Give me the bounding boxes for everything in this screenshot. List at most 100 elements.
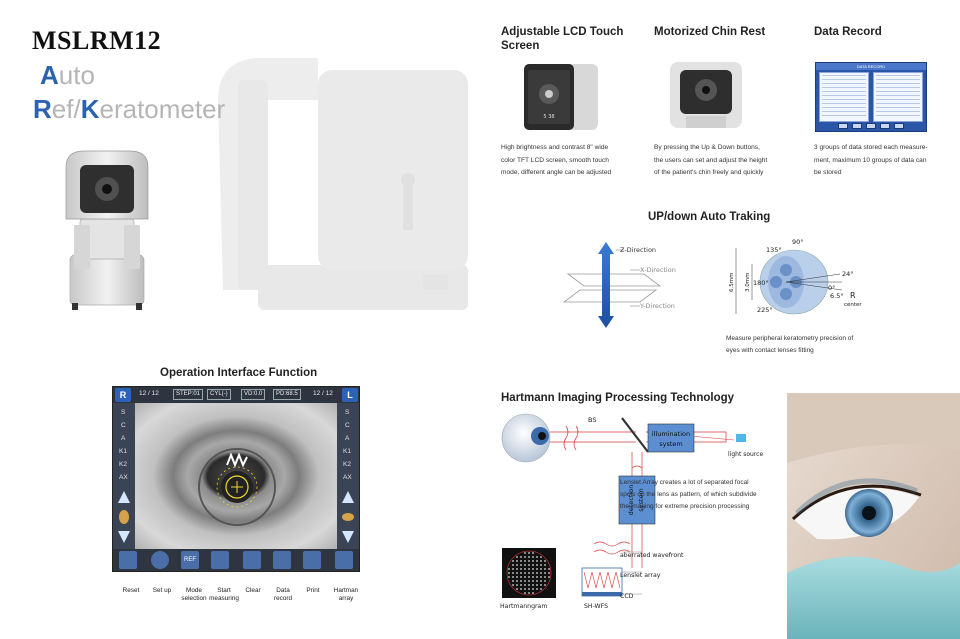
hartmanngram-spot bbox=[528, 552, 530, 554]
hartmanngram-spot bbox=[524, 588, 526, 590]
illumination-label-2: system bbox=[659, 440, 683, 448]
step-box[interactable]: STEP:01 bbox=[173, 389, 204, 400]
print-label: Print bbox=[306, 587, 320, 594]
lcd-screen-label: 5 38 bbox=[543, 114, 554, 120]
left-eye-badge[interactable]: L bbox=[342, 388, 358, 402]
machine-side-image bbox=[218, 58, 468, 310]
angle-0-label: 0° bbox=[828, 284, 835, 292]
ccd-label: CCD bbox=[620, 593, 634, 600]
hartmanngram-spot bbox=[524, 592, 526, 594]
hartmanngram-spot bbox=[520, 584, 522, 586]
hartmanngram-spot bbox=[532, 564, 534, 566]
hartmanngram-spot bbox=[548, 572, 550, 574]
light-source-icon bbox=[736, 434, 746, 442]
hartmanngram-spot bbox=[532, 560, 534, 562]
hartmanngram-spot bbox=[532, 568, 534, 570]
lenslet-description: Lenslet Array creates a lot of separated… bbox=[620, 479, 757, 510]
hartmanngram-spot bbox=[536, 584, 538, 586]
bs-label: BS bbox=[588, 416, 596, 424]
cyl-box[interactable]: CYL(-) bbox=[207, 389, 231, 400]
machine-front-image bbox=[65, 150, 149, 310]
keratometry-diagram: 90° 135° 180° 225° 24° 0° 6.5° R center … bbox=[729, 238, 862, 315]
hartmanngram-spot bbox=[532, 552, 534, 554]
reset-label: Reset bbox=[122, 587, 140, 594]
lcd-screen-image: 5 38 bbox=[524, 64, 598, 130]
angle-135-label: 135° bbox=[766, 246, 782, 254]
hartmanngram-spot bbox=[540, 580, 542, 582]
chin-icon[interactable] bbox=[119, 510, 129, 524]
hartmanngram-spot bbox=[524, 556, 526, 558]
hartmanngram-spot bbox=[524, 580, 526, 582]
hartmanngram-spot bbox=[544, 568, 546, 570]
hartmanngram-spot bbox=[524, 568, 526, 570]
pd-box[interactable]: PD:68.5 bbox=[273, 389, 301, 400]
hartmanngram-spot bbox=[528, 576, 530, 578]
mode-selection-button[interactable]: REF bbox=[181, 551, 199, 569]
angle-6-5-label: 6.5° bbox=[830, 292, 844, 300]
hartmanngram-spot bbox=[532, 576, 534, 578]
data-record-panel-right bbox=[873, 72, 923, 122]
hartmanngram-spot bbox=[516, 568, 518, 570]
data-record-header: DATA RECORD bbox=[816, 63, 926, 70]
angle-180-label: 180° bbox=[753, 279, 769, 287]
hartmanngram-spot bbox=[516, 564, 518, 566]
product-model: MSLRM12 bbox=[32, 26, 162, 55]
print-button[interactable] bbox=[303, 551, 321, 569]
dimension-6-5mm: 6.5mm bbox=[729, 273, 735, 292]
eye-icon[interactable] bbox=[342, 513, 354, 521]
shwfs-label: SH-WFS bbox=[584, 603, 608, 610]
hartman-array-button[interactable] bbox=[335, 551, 353, 569]
feature-lcd-text: High brightness and contrast 8" wide col… bbox=[501, 144, 612, 176]
clear-button[interactable] bbox=[243, 551, 261, 569]
angle-225-label: 225° bbox=[757, 306, 773, 314]
crosshair-icon bbox=[225, 475, 249, 499]
vd-box[interactable]: VD:0.0 bbox=[241, 389, 266, 400]
hartmanngram-spot bbox=[516, 556, 518, 558]
r-center-label: R bbox=[850, 291, 856, 300]
right-eye-badge[interactable]: R bbox=[115, 388, 131, 402]
hartmann-diagram: BS illumination system light source dete… bbox=[500, 413, 763, 610]
hartmanngram-spot bbox=[528, 588, 530, 590]
hartmanngram-spot bbox=[512, 576, 514, 578]
hartmanngram-spot bbox=[532, 580, 534, 582]
hartmanngram-spot bbox=[512, 560, 514, 562]
count-right: 12 / 12 bbox=[313, 390, 333, 397]
eyeball-icon bbox=[501, 413, 551, 463]
hartmanngram-spot bbox=[544, 572, 546, 574]
hartmanngram-spot bbox=[512, 580, 514, 582]
hartmanngram-spot bbox=[516, 572, 518, 574]
product-line-refkeratometer: Ref/Keratometer bbox=[33, 94, 226, 124]
down-arrow-icon[interactable] bbox=[118, 531, 130, 543]
hartmanngram-spot bbox=[520, 572, 522, 574]
hartmanngram-spot bbox=[528, 580, 530, 582]
hartmanngram-spot bbox=[544, 564, 546, 566]
hartmanngram-spot bbox=[544, 584, 546, 586]
up-arrow-icon[interactable] bbox=[342, 491, 354, 503]
eye-live-view bbox=[135, 403, 337, 549]
chinrest-image bbox=[670, 62, 742, 128]
hartmanngram-spot bbox=[528, 592, 530, 594]
feature-chinrest-text: By pressing the Up & Down buttons, the u… bbox=[654, 144, 768, 176]
start-measuring-button[interactable] bbox=[211, 551, 229, 569]
data-record-button bbox=[880, 123, 890, 129]
hartmanngram-spot bbox=[532, 592, 534, 594]
reset-button[interactable] bbox=[119, 551, 137, 569]
down-arrow-icon[interactable] bbox=[342, 531, 354, 543]
hartmanngram-spot bbox=[528, 572, 530, 574]
hartmanngram-spot bbox=[532, 588, 534, 590]
up-arrow-icon[interactable] bbox=[118, 491, 130, 503]
hartmanngram-spot bbox=[512, 568, 514, 570]
hartmanngram-spot bbox=[520, 576, 522, 578]
eye-close-up-photo bbox=[787, 393, 960, 639]
setup-button[interactable] bbox=[151, 551, 169, 569]
hartmanngram-spot bbox=[532, 572, 534, 574]
right-readout-column: S C A K1 K2 AX bbox=[337, 403, 359, 549]
data-record-button[interactable] bbox=[273, 551, 291, 569]
hartmanngram-spot bbox=[508, 568, 510, 570]
operation-top-bar: R 12 / 12 STEP:01 CYL(-) VD:0.0 PD:68.5 … bbox=[113, 387, 359, 403]
z-direction-label: Z-Direction bbox=[620, 246, 656, 254]
y-direction-label: Y-Direction bbox=[639, 302, 675, 310]
hartmanngram-spot bbox=[512, 584, 514, 586]
count-left: 12 / 12 bbox=[139, 390, 159, 397]
